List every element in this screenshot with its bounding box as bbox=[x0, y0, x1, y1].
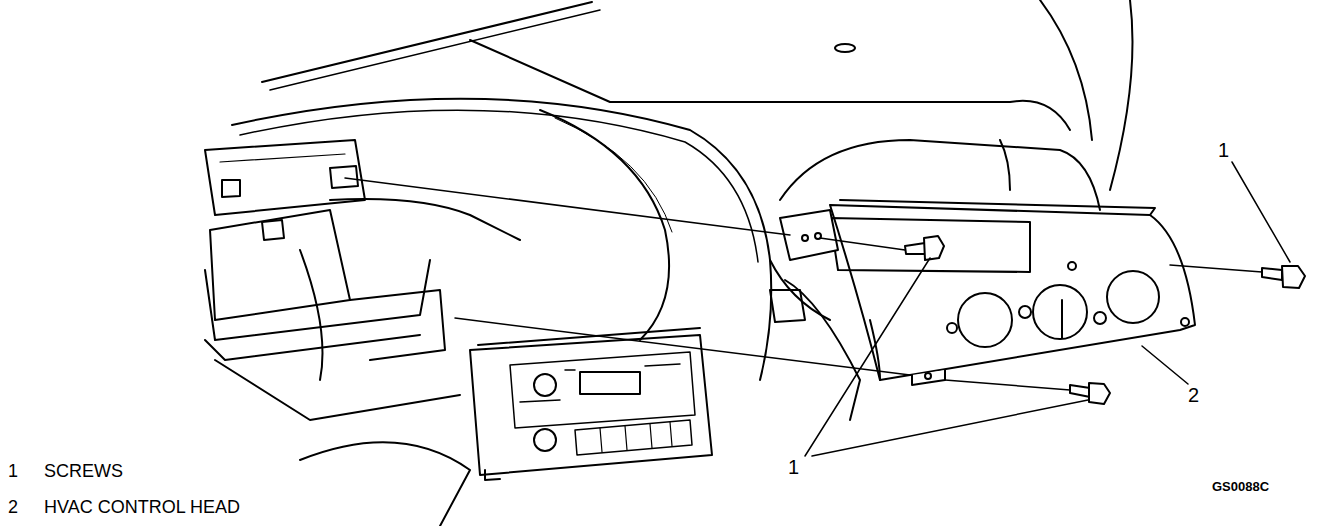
callout-number: 2 bbox=[1188, 385, 1199, 405]
screw bbox=[1070, 383, 1110, 404]
windshield-edge bbox=[262, 2, 592, 82]
screw bbox=[1262, 266, 1305, 288]
legend-number: 1 bbox=[8, 462, 18, 480]
callout-number: 1 bbox=[788, 457, 799, 477]
legend-text: SCREWS bbox=[44, 462, 123, 480]
legend-number: 2 bbox=[8, 498, 18, 516]
dash-top bbox=[232, 99, 771, 380]
vent-housing bbox=[205, 140, 365, 215]
radio-unit bbox=[470, 328, 712, 480]
hvac-control-head bbox=[780, 200, 1195, 385]
legend-text: HVAC CONTROL HEAD bbox=[44, 498, 240, 516]
screw bbox=[905, 236, 944, 260]
callout-number: 1 bbox=[1218, 140, 1229, 160]
figure-code: GS0088C bbox=[1212, 480, 1269, 493]
